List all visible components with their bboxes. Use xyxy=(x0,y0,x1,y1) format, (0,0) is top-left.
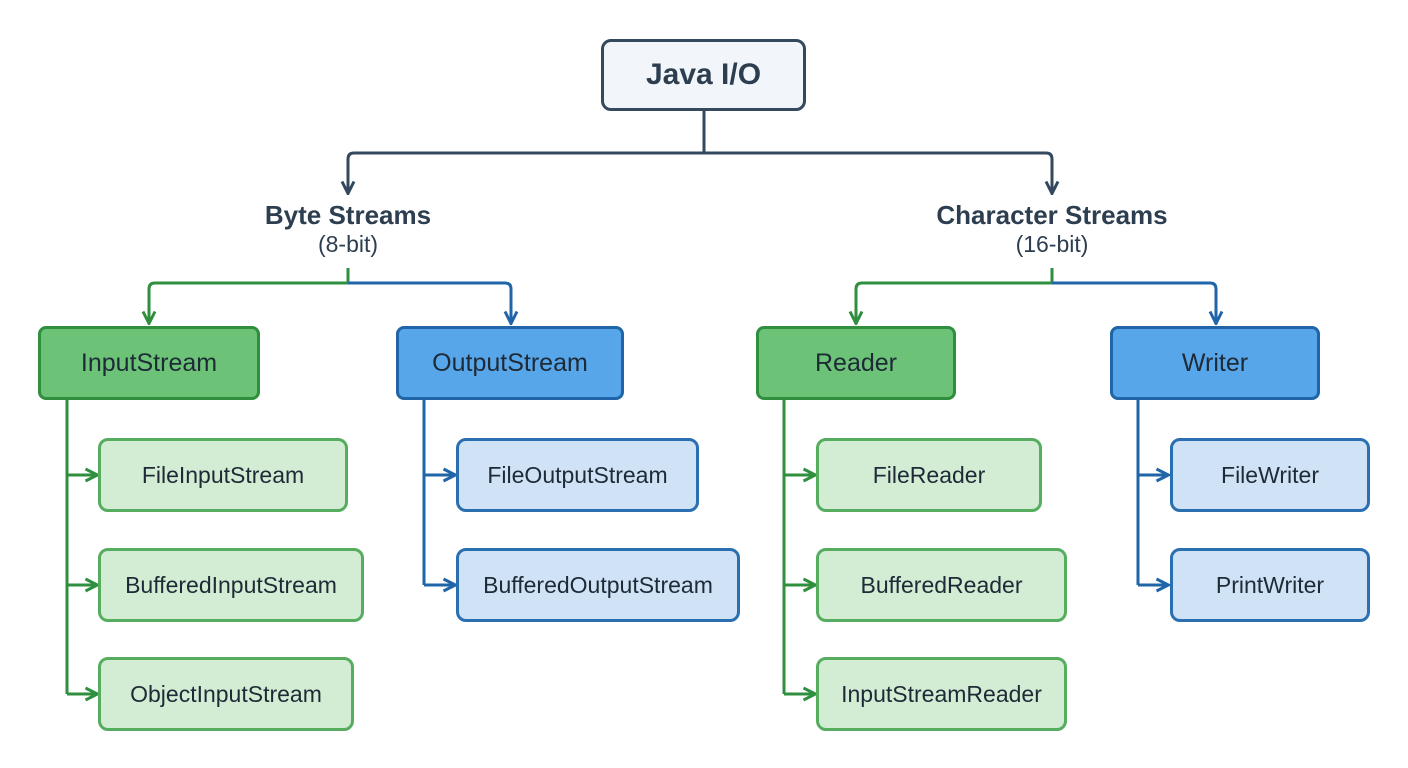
root-node-java-io: Java I/O xyxy=(601,39,806,111)
node-filewriter: FileWriter xyxy=(1170,438,1370,512)
character-streams-title: Character Streams xyxy=(936,200,1168,230)
byte-streams-subtitle: (8-bit) xyxy=(317,230,379,257)
node-filereader: FileReader xyxy=(816,438,1042,512)
node-fileinputstream: FileInputStream xyxy=(98,438,348,512)
character-streams-subtitle: (16-bit) xyxy=(1015,230,1089,257)
node-bufferedinputstream: BufferedInputStream xyxy=(98,548,364,622)
node-writer: Writer xyxy=(1110,326,1320,400)
byte-streams-title: Byte Streams xyxy=(264,200,432,230)
node-bufferedoutputstream: BufferedOutputStream xyxy=(456,548,740,622)
node-inputstream: InputStream xyxy=(38,326,260,400)
byte-streams-heading: Byte Streams (8-bit) xyxy=(228,200,468,258)
node-reader: Reader xyxy=(756,326,956,400)
node-inputstreamreader: InputStreamReader xyxy=(816,657,1067,731)
node-objectinputstream: ObjectInputStream xyxy=(98,657,354,731)
connector-root-left xyxy=(348,151,704,192)
connector-byte-to-input xyxy=(149,281,348,322)
connector-root-right xyxy=(704,151,1052,192)
character-streams-heading: Character Streams (16-bit) xyxy=(902,200,1202,258)
node-fileoutputstream: FileOutputStream xyxy=(456,438,699,512)
node-bufferedreader: BufferedReader xyxy=(816,548,1067,622)
node-outputstream: OutputStream xyxy=(396,326,624,400)
node-printwriter: PrintWriter xyxy=(1170,548,1370,622)
connector-char-to-reader xyxy=(856,281,1052,322)
connector-char-to-writer xyxy=(1052,281,1216,322)
connector-byte-to-output xyxy=(348,281,511,322)
